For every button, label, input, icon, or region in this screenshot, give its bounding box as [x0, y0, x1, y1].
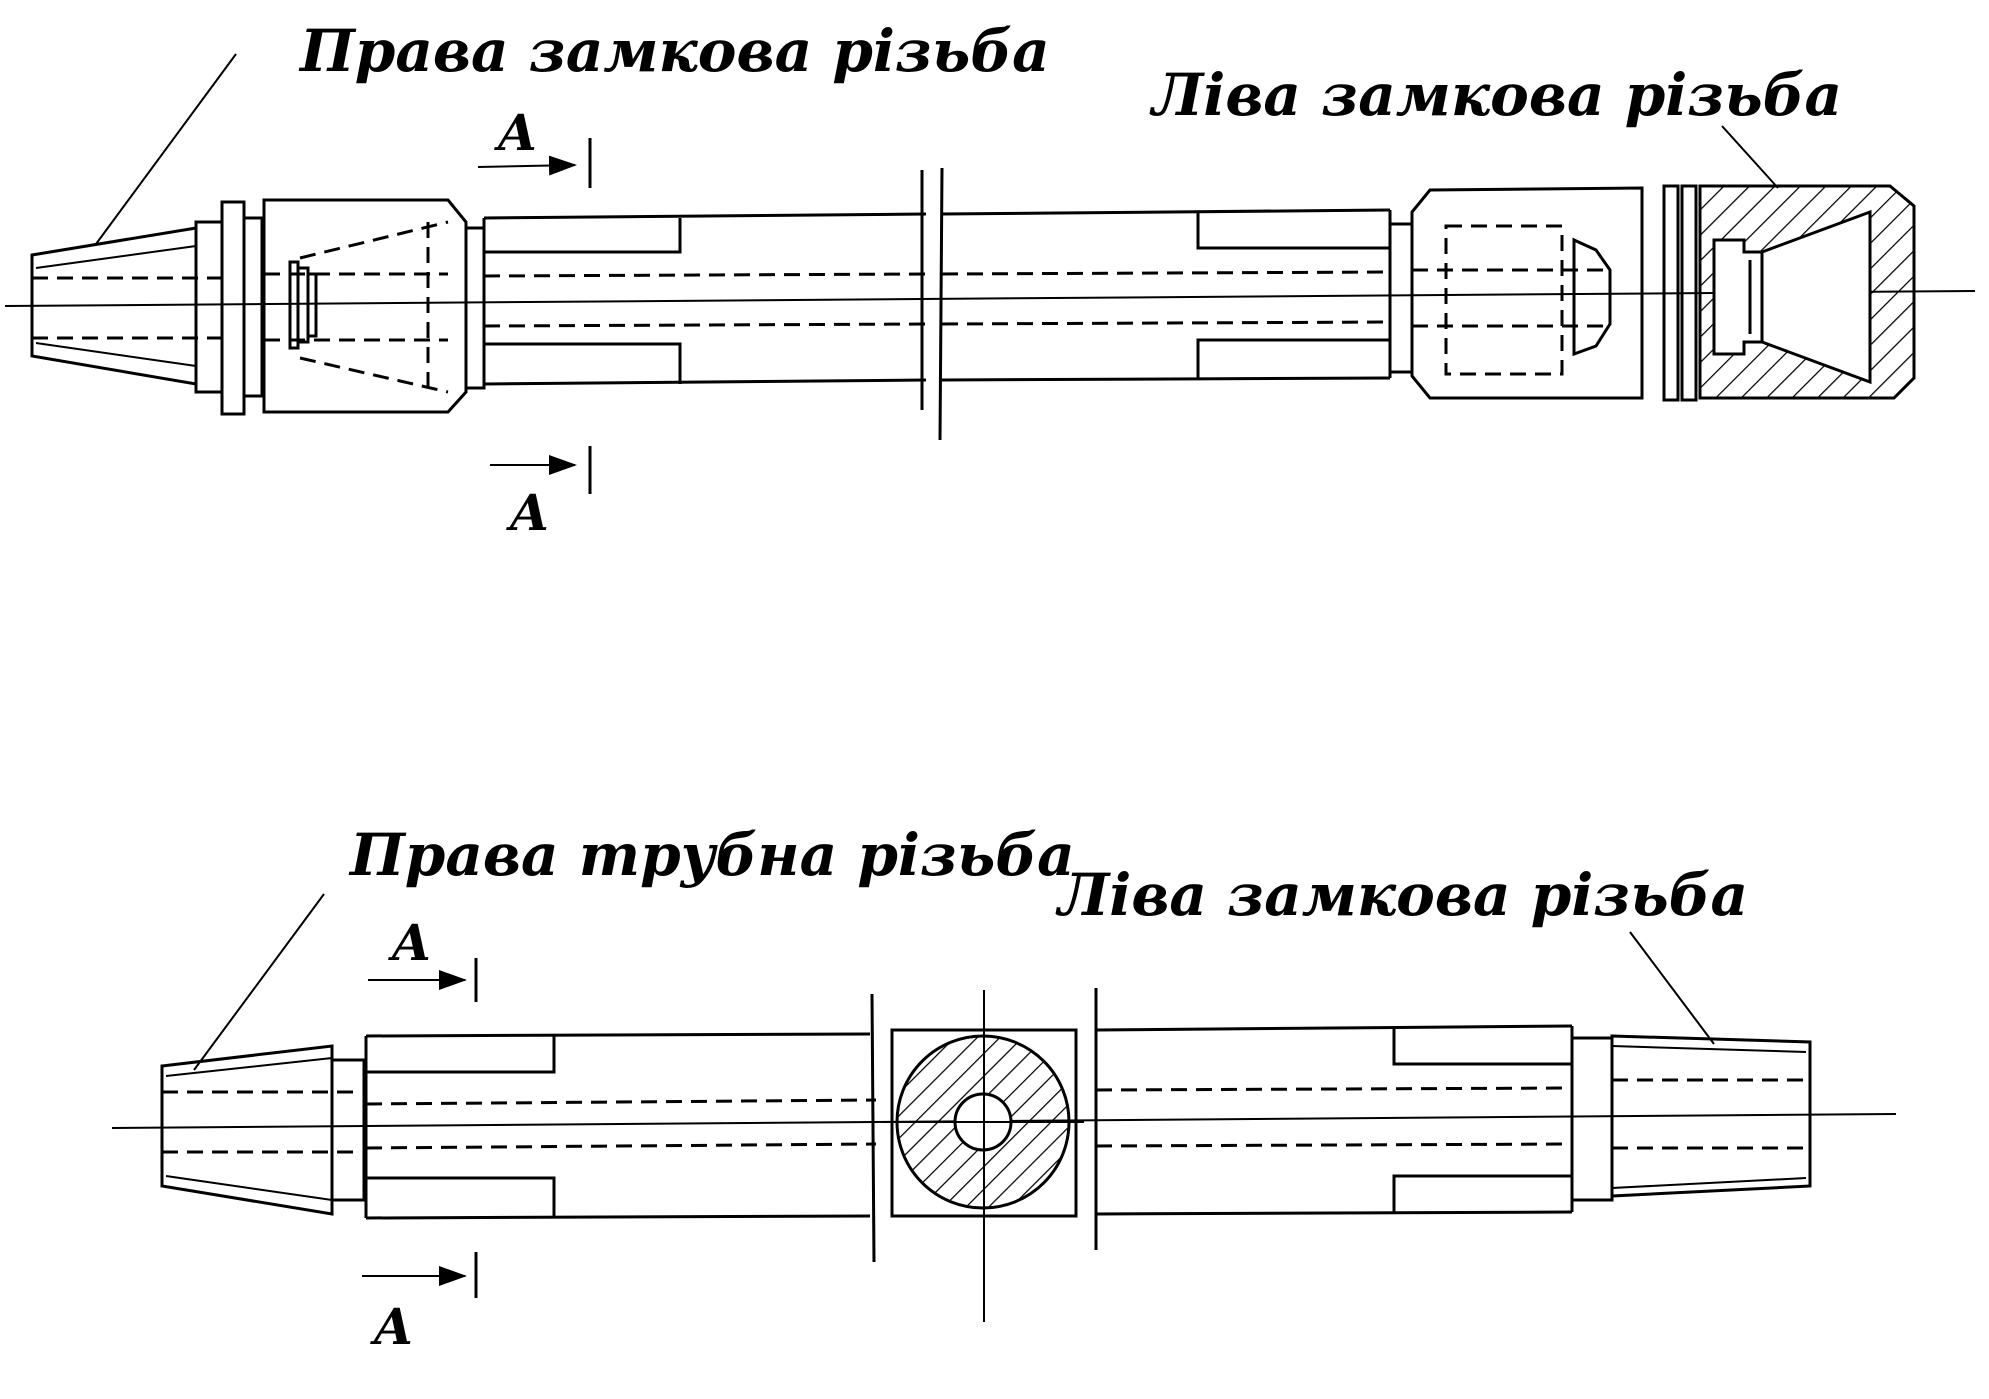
- label-bottom-left-lock-thread: Ліва замкова різьба: [1058, 861, 1749, 929]
- top-right-ring-2: [1680, 184, 1698, 402]
- top-leader-left: [95, 53, 237, 245]
- top-left-ring: [220, 200, 246, 416]
- bottom-leader-left: [193, 893, 325, 1071]
- top-left-collar: [194, 220, 224, 394]
- bottom-drawing-sub: [111, 893, 1897, 1322]
- top-right-body: [1410, 186, 1644, 400]
- bottom-break-line-left: [870, 993, 876, 1263]
- bottom-left-tapered-pin: [160, 1044, 334, 1216]
- top-left-body: [262, 198, 468, 414]
- top-section-arrow-upper: [477, 155, 577, 176]
- label-bottom-right-pipe-thread: Права трубна різьба: [350, 821, 1075, 889]
- section-mark-bottom-upper: A: [392, 913, 431, 972]
- section-mark-top-lower: A: [510, 483, 549, 542]
- top-drawing-overshot-sub: [4, 53, 1976, 494]
- top-center-axis: [4, 290, 1976, 307]
- section-mark-top-upper: A: [498, 103, 537, 162]
- top-break-line-right: [938, 167, 944, 441]
- bottom-right-tapered-pin: [1610, 1034, 1812, 1198]
- bottom-leader-right: [1629, 931, 1715, 1045]
- label-top-right-lock-thread: Права замкова різьба: [300, 17, 1050, 85]
- section-mark-bottom-lower: A: [374, 1297, 413, 1356]
- top-leader-right: [1721, 125, 1779, 189]
- top-right-ring-1: [1662, 184, 1680, 402]
- label-top-left-lock-thread: Ліва замкова різьба: [1152, 61, 1843, 129]
